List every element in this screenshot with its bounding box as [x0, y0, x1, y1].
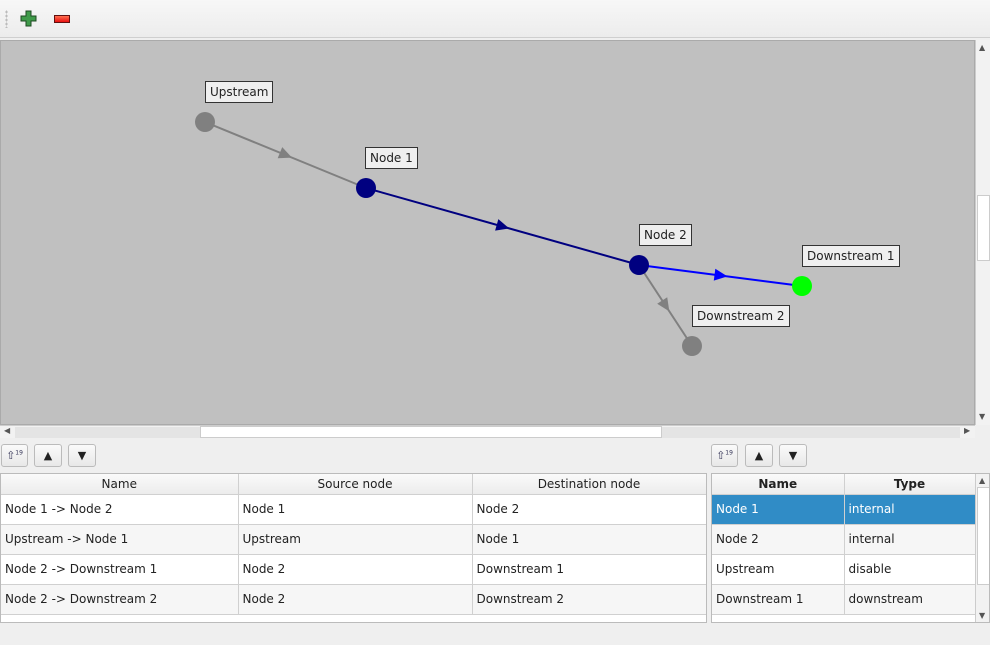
- edge-arrow-icon: [495, 219, 510, 231]
- arrow-up-icon: ▲: [43, 449, 53, 462]
- scroll-thumb[interactable]: [977, 487, 989, 585]
- scroll-up-arrow[interactable]: ▲: [979, 476, 986, 485]
- column-header[interactable]: Name: [1, 474, 239, 495]
- scroll-left-arrow[interactable]: ◀: [4, 426, 11, 435]
- column-header[interactable]: Name: [712, 474, 845, 495]
- table-cell[interactable]: Upstream: [238, 524, 473, 555]
- table-cell[interactable]: Node 2: [238, 554, 473, 585]
- table-cell[interactable]: internal: [844, 524, 976, 555]
- graph-vertical-scrollbar[interactable]: ▲ ▼: [975, 40, 990, 425]
- table-cell[interactable]: Node 2: [712, 524, 845, 555]
- remove-button[interactable]: [54, 15, 70, 23]
- column-header[interactable]: Source node: [238, 474, 473, 495]
- graph-node[interactable]: [356, 178, 376, 198]
- move-up-button[interactable]: ▲: [745, 444, 773, 467]
- arrow-up-icon: ▲: [754, 449, 764, 462]
- graph-node[interactable]: [682, 336, 702, 356]
- scroll-right-arrow[interactable]: ▶: [964, 426, 971, 435]
- edge-arrow-icon: [657, 297, 670, 312]
- arrow-down-icon: ▼: [788, 449, 798, 462]
- table-cell[interactable]: Node 1: [472, 524, 706, 555]
- table-cell[interactable]: Downstream 1: [472, 554, 706, 585]
- edges-table: Name Source node Destination node Node 1…: [0, 473, 707, 623]
- edge-arrow-icon: [277, 147, 292, 159]
- table-cell[interactable]: Node 2 -> Downstream 1: [1, 554, 239, 585]
- table-cell[interactable]: downstream: [844, 584, 976, 615]
- table-cell[interactable]: Upstream: [712, 554, 845, 585]
- move-down-button[interactable]: ▼: [68, 444, 96, 467]
- graph-node[interactable]: [629, 255, 649, 275]
- table-cell[interactable]: Node 2 -> Downstream 2: [1, 584, 239, 615]
- node-label[interactable]: Downstream 1: [802, 245, 900, 267]
- add-button[interactable]: [20, 9, 38, 27]
- node-label[interactable]: Upstream: [205, 81, 274, 103]
- move-down-button[interactable]: ▼: [779, 444, 807, 467]
- node-label[interactable]: Node 1: [365, 147, 418, 169]
- sort-button[interactable]: ⇧19: [1, 444, 28, 467]
- table-cell[interactable]: disable: [844, 554, 976, 585]
- column-header[interactable]: Type: [844, 474, 976, 495]
- node-label[interactable]: Node 2: [639, 224, 692, 246]
- arrow-down-icon: ▼: [77, 449, 87, 462]
- scroll-thumb[interactable]: [977, 195, 990, 261]
- column-header[interactable]: Destination node: [472, 474, 706, 495]
- nodes-table-scrollbar[interactable]: ▲ ▼: [975, 474, 989, 622]
- graph-node[interactable]: [195, 112, 215, 132]
- scroll-down-arrow[interactable]: ▼: [979, 412, 986, 421]
- table-cell[interactable]: Node 1 -> Node 2: [1, 494, 239, 525]
- table-cell[interactable]: Upstream -> Node 1: [1, 524, 239, 555]
- table-cell[interactable]: Node 2: [472, 494, 706, 525]
- edge-arrow-icon: [713, 268, 728, 281]
- graph-horizontal-scrollbar[interactable]: ◀ ▶: [0, 425, 975, 438]
- scroll-down-arrow[interactable]: ▼: [979, 611, 986, 620]
- node-label[interactable]: Downstream 2: [692, 305, 790, 327]
- table-cell[interactable]: Downstream 1: [712, 584, 845, 615]
- sort-button[interactable]: ⇧19: [711, 444, 738, 467]
- move-up-button[interactable]: ▲: [34, 444, 62, 467]
- scroll-up-arrow[interactable]: ▲: [979, 43, 986, 52]
- table-cell[interactable]: Node 1: [238, 494, 473, 525]
- graph-node[interactable]: [792, 276, 812, 296]
- sort-icon: ⇧19: [716, 449, 733, 462]
- table-cell[interactable]: internal: [844, 494, 976, 525]
- sort-icon: ⇧19: [6, 449, 23, 462]
- table-cell[interactable]: Node 1: [712, 494, 845, 525]
- green-plus-icon: [20, 10, 37, 27]
- graph-svg: [195, 112, 812, 356]
- toolbar-grip[interactable]: [5, 10, 8, 28]
- scroll-thumb[interactable]: [200, 426, 662, 438]
- toolbar: [0, 0, 990, 38]
- table-cell[interactable]: Node 2: [238, 584, 473, 615]
- table-cell[interactable]: Downstream 2: [472, 584, 706, 615]
